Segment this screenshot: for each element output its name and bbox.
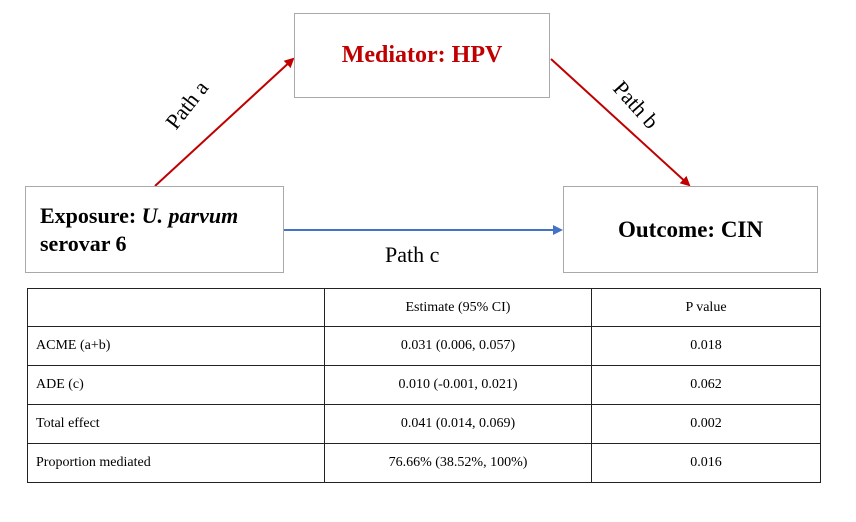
mediator-node: Mediator: HPV [294, 13, 550, 98]
path-a-arrow [154, 57, 295, 187]
outcome-label: Outcome: CIN [618, 216, 763, 242]
table-header-row: Estimate (95% CI) P value [27, 288, 821, 327]
header-cell-p-value: P value [591, 288, 821, 327]
outcome-node: Outcome: CIN [563, 186, 818, 273]
row-p-value: 0.018 [591, 326, 821, 366]
exposure-prefix: Exposure: [40, 202, 142, 228]
row-p-value: 0.002 [591, 404, 821, 444]
exposure-organism: U. parvum [141, 202, 239, 228]
table-row: ACME (a+b) 0.031 (0.006, 0.057) 0.018 [27, 326, 821, 366]
mediator-label: Mediator: HPV [341, 42, 503, 68]
row-estimate: 76.66% (38.52%, 100%) [324, 443, 592, 483]
header-cell-estimate: Estimate (95% CI) [324, 288, 592, 327]
path-b-arrow [550, 58, 691, 187]
exposure-suffix: serovar 6 [40, 230, 127, 256]
row-label: ACME (a+b) [27, 326, 325, 366]
table-row: ADE (c) 0.010 (-0.001, 0.021) 0.062 [27, 365, 821, 405]
row-estimate: 0.031 (0.006, 0.057) [324, 326, 592, 366]
row-estimate: 0.041 (0.014, 0.069) [324, 404, 592, 444]
table-row: Proportion mediated 76.66% (38.52%, 100%… [27, 443, 821, 483]
exposure-label: Exposure: U. parvum serovar 6 [40, 202, 238, 258]
row-p-value: 0.016 [591, 443, 821, 483]
mediation-results-table: Estimate (95% CI) P value ACME (a+b) 0.0… [27, 288, 821, 483]
path-c-label: Path c [385, 242, 440, 267]
row-estimate: 0.010 (-0.001, 0.021) [324, 365, 592, 405]
row-label: Total effect [27, 404, 325, 444]
exposure-node: Exposure: U. parvum serovar 6 [25, 186, 284, 273]
header-cell-label [27, 288, 325, 327]
table-row: Total effect 0.041 (0.014, 0.069) 0.002 [27, 404, 821, 444]
row-p-value: 0.062 [591, 365, 821, 405]
row-label: Proportion mediated [27, 443, 325, 483]
row-label: ADE (c) [27, 365, 325, 405]
